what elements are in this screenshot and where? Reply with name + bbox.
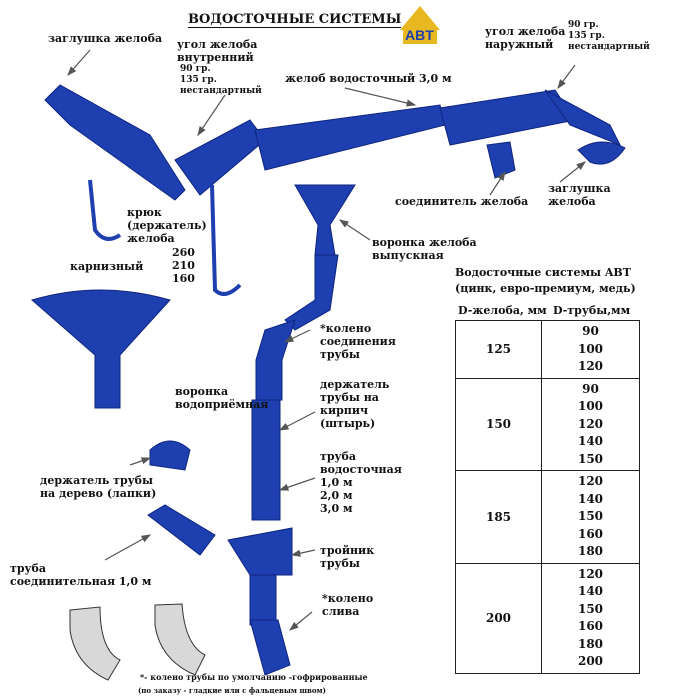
- pipe-diameter: 180: [577, 636, 604, 651]
- gutter-diameter: 200: [455, 562, 542, 674]
- pipe-diameter: 180: [577, 544, 604, 558]
- label-elbow: *колено соединения трубы: [320, 322, 396, 361]
- table-row: 200 120 140 150 160 180 200: [455, 562, 640, 674]
- pipe-diameter: 90: [582, 324, 599, 338]
- wood-holder-part: [149, 440, 191, 471]
- pipe-diameter: 120: [577, 416, 604, 431]
- pipe-diameter: 120: [577, 359, 604, 373]
- pipe-diameter: 160: [577, 526, 604, 541]
- pipe-diameters: 90 100 120: [541, 320, 640, 379]
- label-gutter-connector: соединитель желоба: [395, 195, 529, 208]
- label-gutter: желоб водосточный 3,0 м: [285, 72, 452, 85]
- drain-elbow-part: [249, 619, 291, 676]
- pipe-diameter: 140: [577, 434, 604, 448]
- table-row: 185 120 140 150 160 180: [455, 470, 640, 564]
- gutter-diameter: 125: [455, 320, 542, 379]
- hook-part: [210, 184, 242, 296]
- outlet-part: [294, 184, 356, 256]
- hook-part: [88, 179, 122, 241]
- gutter-diameter: 150: [455, 377, 542, 471]
- table-row: 150 90 100 120 140 150: [455, 377, 640, 471]
- pipe-diameters: 120 140 150 160 180 200: [541, 562, 640, 674]
- gutter-cap-part: [577, 141, 626, 165]
- table-col-gutter-header: D-желоба, мм: [458, 304, 547, 317]
- pipe-diameter: 120: [577, 566, 604, 581]
- pipe-diameters: 90 100 120 140 150: [541, 377, 640, 471]
- label-gutter-cap-right: заглушка желоба: [548, 182, 611, 208]
- label-inner-corner-angles: 90 гр. 135 гр. нестандартный: [180, 64, 262, 96]
- page-title: ВОДОСТОЧНЫЕ СИСТЕМЫ: [188, 12, 402, 28]
- label-wood-holder: держатель трубы на дерево (лапки): [40, 474, 157, 500]
- table-subtitle: (цинк, евро-премиум, медь): [455, 282, 636, 295]
- pipe-diameter: 150: [577, 601, 604, 616]
- label-pipe: труба водосточная 1,0 м 2,0 м 3,0 м: [320, 450, 402, 515]
- table-row: 125 90 100 120: [455, 320, 640, 379]
- pipe-diameters: 120 140 150 160 180: [541, 470, 640, 564]
- downpipe-part: [284, 254, 339, 331]
- footnote-1: *- колено трубы по умолчанию -гофрирован…: [140, 672, 368, 682]
- label-funnel: воронка водоприёмная: [175, 385, 269, 411]
- label-outer-corner-angles: 90 гр. 135 гр. нестандартный: [568, 20, 650, 52]
- pipe-diameter: 150: [577, 509, 604, 523]
- callout-arrows: [67, 49, 586, 631]
- pipe-diameter: 100: [577, 399, 604, 413]
- label-inner-corner: угол желоба внутренний: [177, 38, 258, 64]
- pipe-diameter: 140: [577, 491, 604, 506]
- label-brick-holder: держатель трубы на кирпич (штырь): [320, 378, 390, 430]
- label-drain-elbow: *колено слива: [322, 592, 374, 618]
- gutter-diameter: 185: [455, 470, 542, 564]
- pipe-diameter: 200: [577, 654, 604, 668]
- pipe-diameter: 120: [577, 474, 604, 488]
- label-hook: крюк (держатель) желоба: [127, 206, 207, 245]
- pipe-diameter: 140: [577, 584, 604, 598]
- label-cornice: карнизный: [70, 260, 144, 273]
- label-gutter-cap-left: заглушка желоба: [48, 32, 163, 45]
- label-connector-pipe: труба соединительная 1,0 м: [10, 562, 152, 588]
- tee-part: [227, 527, 293, 576]
- elbow-variants: [69, 603, 206, 681]
- svg-text:ABT: ABT: [405, 27, 434, 43]
- gutter-run: [44, 84, 622, 201]
- pipe-diameter: 150: [577, 451, 604, 466]
- pipe-diameter: 90: [582, 381, 599, 396]
- label-outer-corner: угол желоба наружный: [485, 25, 566, 51]
- pipe-part: [249, 574, 277, 626]
- abt-logo: ABT: [400, 6, 440, 44]
- funnel-part: [30, 289, 171, 409]
- label-outlet: воронка желоба выпускная: [372, 236, 477, 262]
- gutter-connector-part: [486, 141, 516, 179]
- pipe-diameter: 100: [577, 341, 604, 356]
- pipe-part: [251, 399, 281, 521]
- table-col-pipe-header: D-трубы,мм: [553, 304, 631, 317]
- pipe-diameter: 160: [577, 619, 604, 633]
- connector-pipe-part: [147, 504, 216, 556]
- label-tee: тройник трубы: [320, 544, 375, 570]
- table-title: Водосточные системы ABT: [455, 266, 631, 279]
- footnote-2: (по заказу - гладкие или с фальцевым шво…: [138, 686, 326, 695]
- label-hook-sizes: 260 210 160: [172, 246, 195, 285]
